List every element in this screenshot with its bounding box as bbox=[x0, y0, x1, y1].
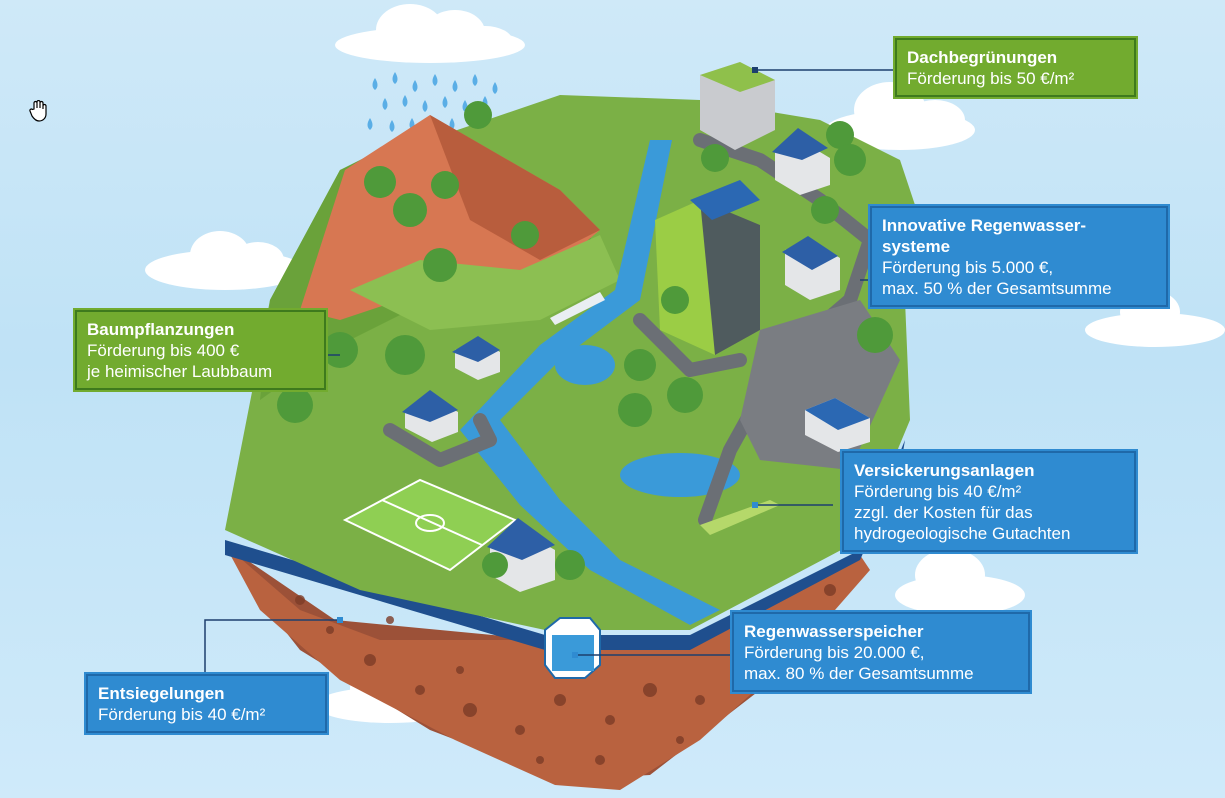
cloud-left bbox=[145, 231, 305, 290]
label-text: Förderung bis 5.000 €, bbox=[882, 258, 1054, 277]
label-text: Förderung bis 50 €/m² bbox=[907, 69, 1075, 88]
label-entsiegelungen: Entsiegelungen Förderung bis 40 €/m² bbox=[84, 672, 329, 735]
cloud-right-top bbox=[825, 82, 975, 150]
label-text: je heimischer Laubbaum bbox=[87, 362, 273, 381]
label-baumpflanzungen: Baumpflanzungen Förderung bis 400 € je h… bbox=[73, 308, 328, 392]
label-text: hydrogeologische Gutachten bbox=[854, 524, 1071, 543]
label-title: Baumpflanzungen bbox=[87, 320, 235, 339]
leader-lines bbox=[204, 69, 893, 672]
clouds bbox=[145, 4, 1225, 723]
label-regenwasserspeicher: Regenwasserspeicher Förderung bis 20.000… bbox=[730, 610, 1032, 694]
label-versickerungsanlagen: Versickerungsanlagen Förderung bis 40 €/… bbox=[840, 449, 1138, 554]
cloud-bottom-right bbox=[895, 549, 1025, 615]
label-text: Förderung bis 20.000 €, bbox=[744, 643, 925, 662]
label-text: Förderung bis 40 €/m² bbox=[854, 482, 1022, 501]
buildings bbox=[402, 62, 870, 592]
label-title: Regenwasserspeicher bbox=[744, 622, 924, 641]
rain-drops bbox=[367, 72, 498, 157]
label-text: Förderung bis 40 €/m² bbox=[98, 705, 266, 724]
cloud-top bbox=[335, 4, 525, 63]
football-field bbox=[342, 478, 517, 572]
hand-cursor-icon bbox=[29, 100, 47, 122]
label-title: Entsiegelungen bbox=[98, 684, 225, 703]
label-text: Förderung bis 400 € bbox=[87, 341, 240, 360]
rainwater-tank bbox=[544, 617, 601, 679]
infiltration-basin bbox=[700, 500, 780, 535]
label-title: Dachbegrünungen bbox=[907, 48, 1058, 67]
label-title-cont: systeme bbox=[882, 237, 951, 256]
trees bbox=[277, 101, 893, 580]
label-text: zzgl. der Kosten für das bbox=[854, 503, 1033, 522]
label-text: max. 80 % der Gesamtsumme bbox=[744, 664, 974, 683]
leader-dots bbox=[337, 67, 758, 658]
label-text: max. 50 % der Gesamtsumme bbox=[882, 279, 1112, 298]
label-title: Innovative Regenwasser- bbox=[882, 216, 1087, 235]
label-dachbegruenungen: Dachbegrünungen Förderung bis 50 €/m² bbox=[893, 36, 1138, 99]
boat bbox=[550, 292, 605, 325]
label-regenwassersysteme: Innovative Regenwasser- systeme Förderun… bbox=[868, 204, 1170, 309]
label-title: Versickerungsanlagen bbox=[854, 461, 1035, 480]
roads bbox=[383, 133, 877, 527]
